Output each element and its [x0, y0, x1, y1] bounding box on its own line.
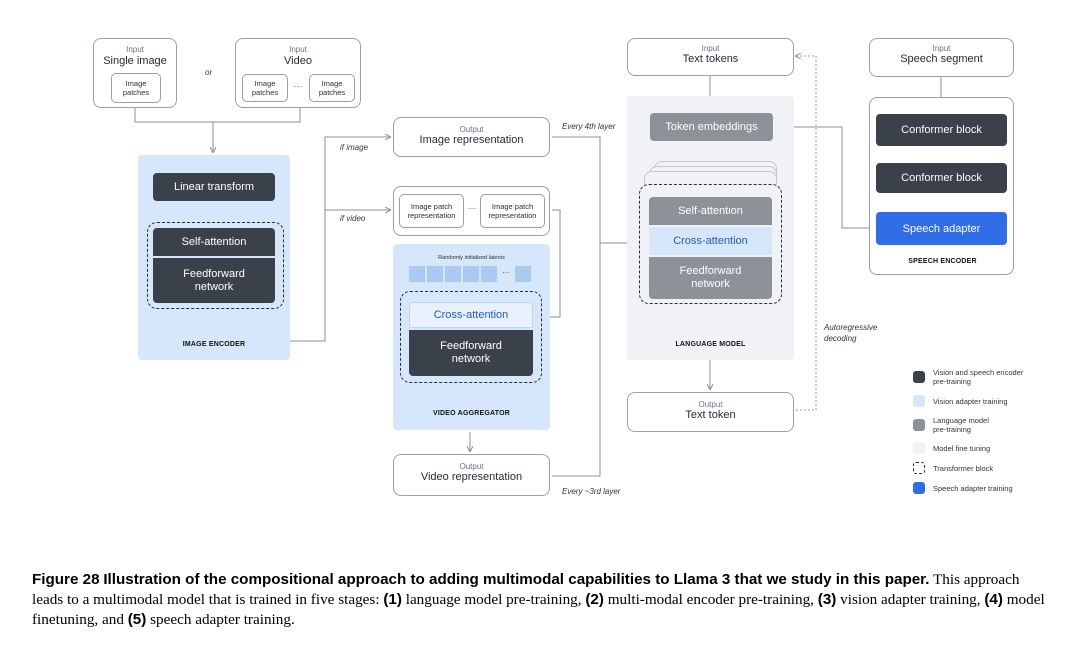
autoregressive-decoding-label: Autoregressive decoding — [824, 323, 878, 343]
legend-swatch — [913, 482, 925, 494]
speech-segment-input: Input Speech segment — [869, 38, 1014, 77]
legend: Vision and speech encoder pre-training V… — [913, 368, 1033, 508]
output-label: Output — [698, 400, 723, 409]
video-image-patches-box-2: Image patches — [309, 74, 355, 102]
legend-item: Model fine tuning — [913, 442, 1033, 454]
legend-swatch — [913, 442, 925, 454]
single-image-label: Single image — [103, 55, 167, 67]
self-attention-block: Self-attention — [153, 228, 275, 256]
legend-label: Model fine tuning — [933, 443, 991, 453]
legend-swatch — [913, 419, 925, 431]
every-3rd-layer-label: Every ~3rd layer — [562, 487, 621, 496]
lm-self-attention-block: Self-attention — [649, 197, 772, 225]
legend-item: Transformer block — [913, 462, 1033, 474]
output-label: Output — [459, 462, 484, 471]
latent-token — [427, 266, 443, 282]
legend-swatch — [913, 395, 925, 407]
output-label: Output — [459, 125, 484, 134]
legend-label: Vision and speech encoder pre-training — [933, 368, 1024, 386]
legend-label: Vision adapter training — [933, 396, 1008, 406]
ellipsis: ··· — [467, 203, 477, 213]
speech-segment-label: Speech segment — [900, 53, 983, 65]
va-feedforward-block: Feedforward network — [409, 330, 533, 376]
transformer-block-outline — [147, 222, 284, 309]
speech-encoder-label: SPEECH ENCODER — [908, 258, 977, 265]
legend-item: Speech adapter training — [913, 482, 1033, 494]
video-input-box: Input Video Image patches ··· Image patc… — [235, 38, 361, 108]
text-token-label: Text token — [685, 409, 736, 421]
latent-token — [481, 266, 497, 282]
linear-transform-block: Linear transform — [153, 173, 275, 201]
if-image-label: if image — [340, 143, 369, 152]
figure-number: Figure 28 — [32, 571, 100, 588]
speech-encoder-panel: Conformer block Conformer block Speech a… — [869, 97, 1014, 275]
stage-number: (2) — [585, 591, 604, 608]
single-image-input-box: Input Single image Image patches — [93, 38, 177, 108]
latent-token — [515, 266, 531, 282]
video-aggregator-panel: Randomly initialized latents ··· Cross-a… — [393, 244, 550, 430]
input-label: Input — [932, 44, 951, 53]
stage-number: (4) — [984, 591, 1003, 608]
caption-intro: This approach leads to a multimodal mode… — [32, 571, 1020, 608]
latents-label: Randomly initialized latents — [438, 255, 505, 261]
image-patch-representation-2: Image patch representation — [480, 194, 545, 228]
latent-token — [409, 266, 425, 282]
stage-text: multi-modal encoder pre-training, — [607, 591, 814, 608]
stage-text: speech adapter training. — [150, 611, 295, 628]
every-4th-layer-label: Every 4th layer — [562, 122, 616, 131]
language-model-label: LANGUAGE MODEL — [675, 341, 746, 348]
legend-swatch — [913, 371, 925, 383]
conformer-block-1: Conformer block — [876, 114, 1007, 146]
latent-token — [445, 266, 461, 282]
video-label: Video — [284, 55, 312, 67]
video-representation-label: Video representation — [420, 471, 523, 483]
conformer-block-2: Conformer block — [876, 163, 1007, 193]
image-patch-representation-1: Image patch representation — [399, 194, 464, 228]
video-image-patches-box-1: Image patches — [242, 74, 288, 102]
stage-text: language model pre-training, — [405, 591, 582, 608]
stage-text: vision adapter training, — [840, 591, 981, 608]
input-label: Input — [289, 45, 307, 54]
image-patches-box: Image patches — [111, 73, 161, 103]
feedforward-block: Feedforward network — [153, 258, 275, 303]
figure-caption: Figure 28 Illustration of the compositio… — [32, 570, 1052, 630]
caption-title: Illustration of the compositional approa… — [103, 571, 930, 588]
legend-label: Language model pre-training — [933, 416, 989, 434]
va-cross-attention-block: Cross-attention — [409, 302, 533, 328]
video-representation-output: Output Video representation — [393, 454, 550, 496]
latent-token — [463, 266, 479, 282]
input-label: Input — [126, 45, 144, 54]
latent-ellipsis: ··· — [502, 268, 510, 277]
input-label: Input — [701, 44, 720, 53]
language-model-panel: Token embeddings Self-attention Cross-at… — [627, 96, 794, 360]
legend-item: Vision and speech encoder pre-training — [913, 368, 1033, 386]
video-aggregator-label: VIDEO AGGREGATOR — [433, 410, 510, 417]
stage-text: model finetuning, and — [32, 591, 1045, 628]
transformer-block-outline — [400, 291, 542, 383]
image-patch-representations-box: Image patch representation ··· Image pat… — [393, 186, 550, 236]
image-representation-label: Image representation — [419, 134, 524, 146]
if-video-label: if video — [340, 214, 366, 223]
legend-item: Vision adapter training — [913, 395, 1033, 407]
stage-number: (5) — [127, 611, 147, 628]
legend-label: Transformer block — [933, 463, 994, 473]
lm-cross-attention-block: Cross-attention — [649, 227, 772, 255]
legend-swatch — [913, 462, 925, 474]
token-embeddings-block: Token embeddings — [650, 113, 773, 141]
ellipsis: ··· — [293, 81, 303, 91]
image-representation-output: Output Image representation — [393, 117, 550, 157]
stage-number: (1) — [383, 591, 402, 608]
text-tokens-label: Text tokens — [682, 53, 739, 65]
image-encoder-label: IMAGE ENCODER — [182, 341, 246, 348]
or-label: or — [205, 68, 213, 77]
legend-item: Language model pre-training — [913, 416, 1033, 434]
lm-feedforward-block: Feedforward network — [649, 257, 772, 299]
image-encoder-panel: Linear transform Self-attention Feedforw… — [138, 155, 290, 360]
text-token-output: Output Text token — [627, 392, 794, 432]
legend-label: Speech adapter training — [933, 483, 1013, 493]
speech-adapter-block: Speech adapter — [876, 212, 1007, 245]
text-tokens-input: Input Text tokens — [627, 38, 794, 76]
stage-number: (3) — [817, 591, 837, 608]
